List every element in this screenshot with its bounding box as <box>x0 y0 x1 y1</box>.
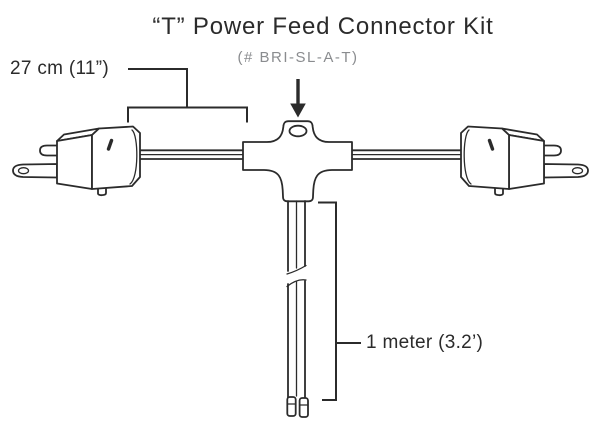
left-plug <box>12 125 141 197</box>
t-connector-oval-hole <box>288 124 308 138</box>
right-plug <box>459 124 590 197</box>
left-cord <box>136 149 247 160</box>
cable-break-upper <box>286 264 307 275</box>
drop-dimension-bracket <box>318 201 361 401</box>
stripped-wire-tip-right <box>298 397 309 418</box>
stripped-wire-tip-left <box>286 396 297 417</box>
arm-dimension-bracket <box>127 68 248 123</box>
t-connector-body <box>242 120 353 203</box>
socket-rim <box>129 129 138 185</box>
dimension-label-drop: 1 meter (3.2’) <box>366 332 484 353</box>
housing-slot <box>106 138 114 151</box>
drop-cable <box>286 200 309 418</box>
dimension-label-arm: 27 cm (11”) <box>10 58 110 79</box>
plug-upper-prong <box>39 144 61 157</box>
down-arrow-icon <box>290 79 306 118</box>
prong-hole <box>17 167 30 175</box>
diagram-title: “T” Power Feed Connector Kit <box>152 13 494 40</box>
right-cord <box>351 149 466 160</box>
part-number: (# BRI-SL-A-T) <box>237 49 359 66</box>
plug-body-front <box>56 134 93 190</box>
t-connector <box>242 120 353 203</box>
plug-housing <box>91 125 141 190</box>
plug-lower-prong <box>12 163 58 179</box>
